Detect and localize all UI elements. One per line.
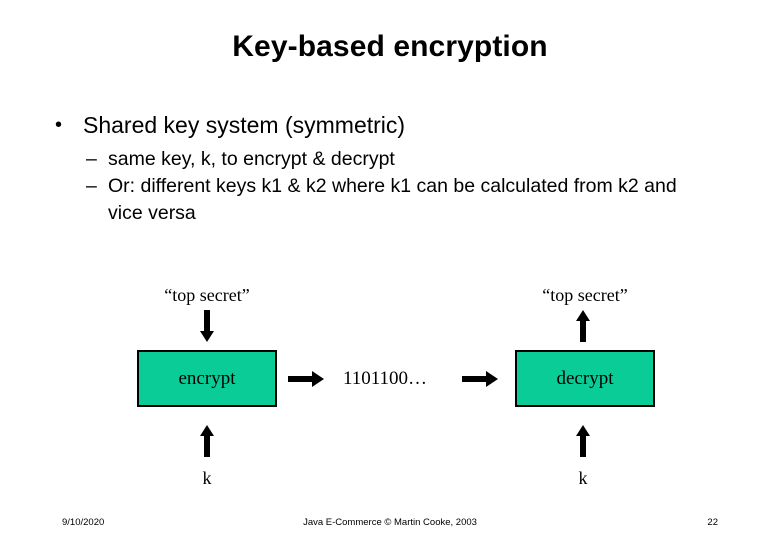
arrow-head: [312, 371, 324, 387]
slide-body: • Shared key system (symmetric) – same k…: [55, 110, 735, 227]
key-right-label: k: [578, 468, 588, 488]
encrypt-box-label: encrypt: [178, 367, 236, 389]
arrow-head: [486, 371, 498, 387]
arrow-shaft: [204, 435, 210, 457]
decrypt-box[interactable]: decrypt: [515, 350, 655, 407]
key-left-label: k: [202, 468, 212, 488]
plaintext-input-label: “top secret”: [164, 285, 250, 305]
arrow-head: [576, 310, 590, 321]
plaintext-output-label: “top secret”: [542, 285, 628, 305]
arrow-head: [200, 331, 214, 342]
bullet-text: Or: different keys k1 & k2 where k1 can …: [108, 175, 677, 224]
footer-credit: Java E-Commerce © Martin Cooke, 2003: [303, 517, 477, 528]
arrow-up-icon: [573, 425, 593, 457]
arrow-up-icon: [573, 310, 593, 342]
arrow-shaft: [288, 376, 314, 382]
arrow-up-icon: [197, 425, 217, 457]
arrow-right-icon: [288, 370, 324, 388]
arrow-shaft: [580, 320, 586, 342]
arrow-head: [576, 425, 590, 436]
bullet-level2-different-keys: – Or: different keys k1 & k2 where k1 ca…: [86, 173, 735, 227]
bullet-level1-shared-key: • Shared key system (symmetric): [55, 110, 735, 140]
bullet-text: same key, k, to encrypt & decrypt: [108, 148, 395, 170]
page-title: Key-based encryption: [232, 30, 548, 63]
bullet-marker-icon: •: [55, 114, 63, 136]
bullet-level2-same-key: – same key, k, to encrypt & decrypt: [86, 146, 735, 173]
dash-marker-icon: –: [86, 148, 97, 170]
footer-page-number: 22: [707, 517, 718, 528]
arrow-shaft: [462, 376, 488, 382]
dash-marker-icon: –: [86, 175, 97, 197]
arrow-head: [200, 425, 214, 436]
arrow-down-icon: [197, 310, 217, 342]
bullet-text: Shared key system (symmetric): [83, 112, 406, 138]
footer-date: 9/10/2020: [62, 517, 105, 528]
arrow-shaft: [204, 310, 210, 332]
arrow-right-icon: [462, 370, 498, 388]
encrypt-box[interactable]: encrypt: [137, 350, 277, 407]
arrow-shaft: [580, 435, 586, 457]
ciphertext-label: 1101100…: [342, 368, 428, 389]
decrypt-box-label: decrypt: [556, 367, 614, 389]
